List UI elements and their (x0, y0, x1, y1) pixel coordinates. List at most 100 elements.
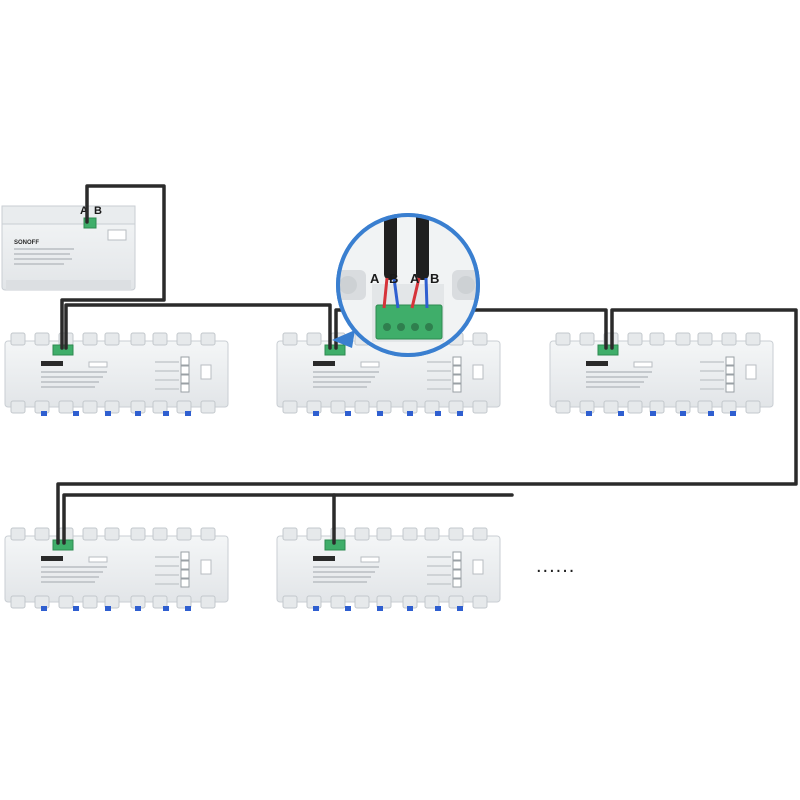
din-clip (345, 411, 351, 416)
screw-terminal (376, 595, 392, 609)
din-clip (435, 411, 441, 416)
screw-terminal (424, 527, 440, 541)
screw-terminal (82, 400, 98, 414)
screw-terminal (176, 595, 192, 609)
din-clip (105, 606, 111, 611)
din-clip (407, 411, 413, 416)
screw-terminal (82, 527, 98, 541)
screw-terminal (649, 400, 665, 414)
gateway-module: SONOFF A B (1, 205, 136, 291)
zoom-label-b-1: B (389, 271, 398, 286)
screw-terminal (330, 595, 346, 609)
screw-terminal (306, 332, 322, 346)
screw-terminal (104, 332, 120, 346)
screw-terminal (354, 595, 370, 609)
din-clip (73, 606, 79, 611)
bus-cables (56, 184, 798, 545)
screw-terminal (104, 595, 120, 609)
screw-terminal (152, 527, 168, 541)
cable (60, 184, 166, 350)
module-body (276, 535, 501, 603)
screw-terminal (448, 595, 464, 609)
screw-terminal (282, 527, 298, 541)
din-clip (708, 411, 714, 416)
relay-module (549, 332, 774, 416)
screw-terminal (376, 400, 392, 414)
screw-terminal (627, 332, 643, 346)
din-clip (618, 411, 624, 416)
brand-mark (313, 556, 335, 561)
din-clip (650, 411, 656, 416)
screw-terminal (697, 332, 713, 346)
screw-terminal (152, 400, 168, 414)
din-clip (407, 606, 413, 611)
din-clip (313, 411, 319, 416)
din-clip (457, 606, 463, 611)
din-clip (163, 606, 169, 611)
screw-terminal (104, 400, 120, 414)
screw-terminal (200, 332, 216, 346)
din-clip (135, 411, 141, 416)
screw-terminal (603, 400, 619, 414)
din-clip (41, 411, 47, 416)
din-clip (377, 606, 383, 611)
relay-module (4, 332, 229, 416)
screw-terminal (10, 527, 26, 541)
screw-terminal (200, 595, 216, 609)
zoom-callout: A B A B (332, 213, 480, 357)
screw-terminal (282, 332, 298, 346)
zoom-label-a-1: A (370, 271, 380, 286)
screw-terminal (579, 332, 595, 346)
din-clip (105, 411, 111, 416)
brand-mark (41, 556, 63, 561)
module-body (4, 340, 229, 408)
screw-terminal (306, 527, 322, 541)
din-clip (457, 411, 463, 416)
screw-terminal (152, 332, 168, 346)
screw-terminal (176, 527, 192, 541)
screw-terminal (472, 400, 488, 414)
zoom-label-b-2: B (430, 271, 439, 286)
screw-terminal (34, 527, 50, 541)
screw-terminal (402, 527, 418, 541)
screw-terminal (282, 595, 298, 609)
din-clip (185, 606, 191, 611)
screw-terminal (675, 332, 691, 346)
gateway-label-b: B (94, 205, 102, 217)
din-clip (185, 411, 191, 416)
screw-terminal (58, 527, 74, 541)
din-clip (73, 411, 79, 416)
module-body (549, 340, 774, 408)
screw-terminal (472, 527, 488, 541)
screw-terminal (176, 332, 192, 346)
din-clip (730, 411, 736, 416)
terminal-block (597, 344, 619, 356)
screw-terminal (745, 332, 761, 346)
gateway-label-a: A (80, 205, 88, 217)
gateway-terminal-block (83, 217, 97, 229)
screw-terminal (130, 332, 146, 346)
screw-terminal (282, 400, 298, 414)
relay-module (276, 527, 501, 611)
din-clip (435, 606, 441, 611)
screw-terminal (376, 527, 392, 541)
screw-terminal (200, 527, 216, 541)
screw-terminal (152, 595, 168, 609)
brand-mark (586, 361, 608, 366)
screw-terminal (176, 400, 192, 414)
screw-terminal (472, 595, 488, 609)
din-clip (345, 606, 351, 611)
module-body (4, 535, 229, 603)
screw-terminal (354, 527, 370, 541)
din-clip (586, 411, 592, 416)
screw-terminal (34, 332, 50, 346)
screw-terminal (649, 332, 665, 346)
screw-terminal (58, 595, 74, 609)
din-clip (163, 411, 169, 416)
cable (56, 308, 798, 545)
screw-terminal (555, 400, 571, 414)
screw-terminal (424, 400, 440, 414)
screw-terminal (354, 400, 370, 414)
relay-module (4, 527, 229, 611)
screw-terminal (330, 400, 346, 414)
